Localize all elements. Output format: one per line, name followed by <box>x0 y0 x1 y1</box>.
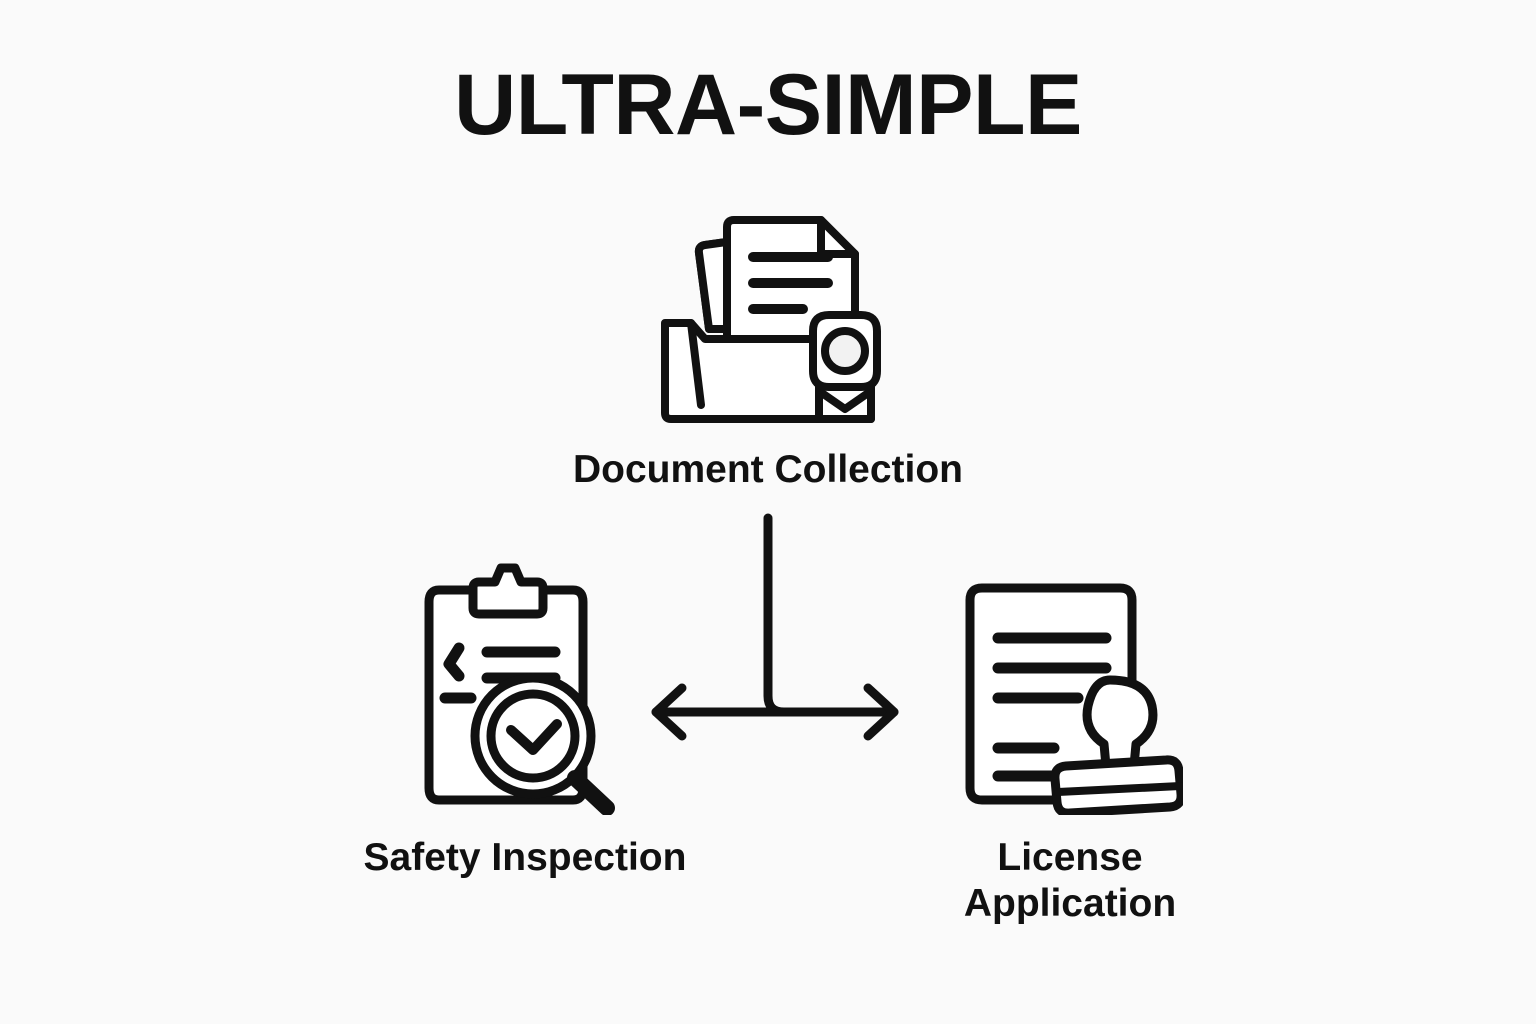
clipboard-with-magnifier-check-icon <box>403 560 648 816</box>
node-license-application[interactable]: License Application <box>880 560 1260 927</box>
node-document-collection[interactable]: Document Collection <box>468 205 1068 493</box>
node-label-license-application: License Application <box>963 836 1177 926</box>
arrowhead-right <box>863 683 899 741</box>
connector-arrow <box>620 500 930 750</box>
document-with-rubber-stamp-icon <box>958 560 1186 818</box>
folder-with-documents-and-seal-icon <box>643 205 893 435</box>
node-safety-inspection[interactable]: Safety Inspection <box>265 560 785 881</box>
page-title: ULTRA-SIMPLE <box>454 57 1082 153</box>
node-label-document-collection: Document Collection <box>572 448 964 491</box>
node-label-safety-inspection: Safety Inspection <box>363 836 687 879</box>
arrowhead-left <box>651 683 687 741</box>
